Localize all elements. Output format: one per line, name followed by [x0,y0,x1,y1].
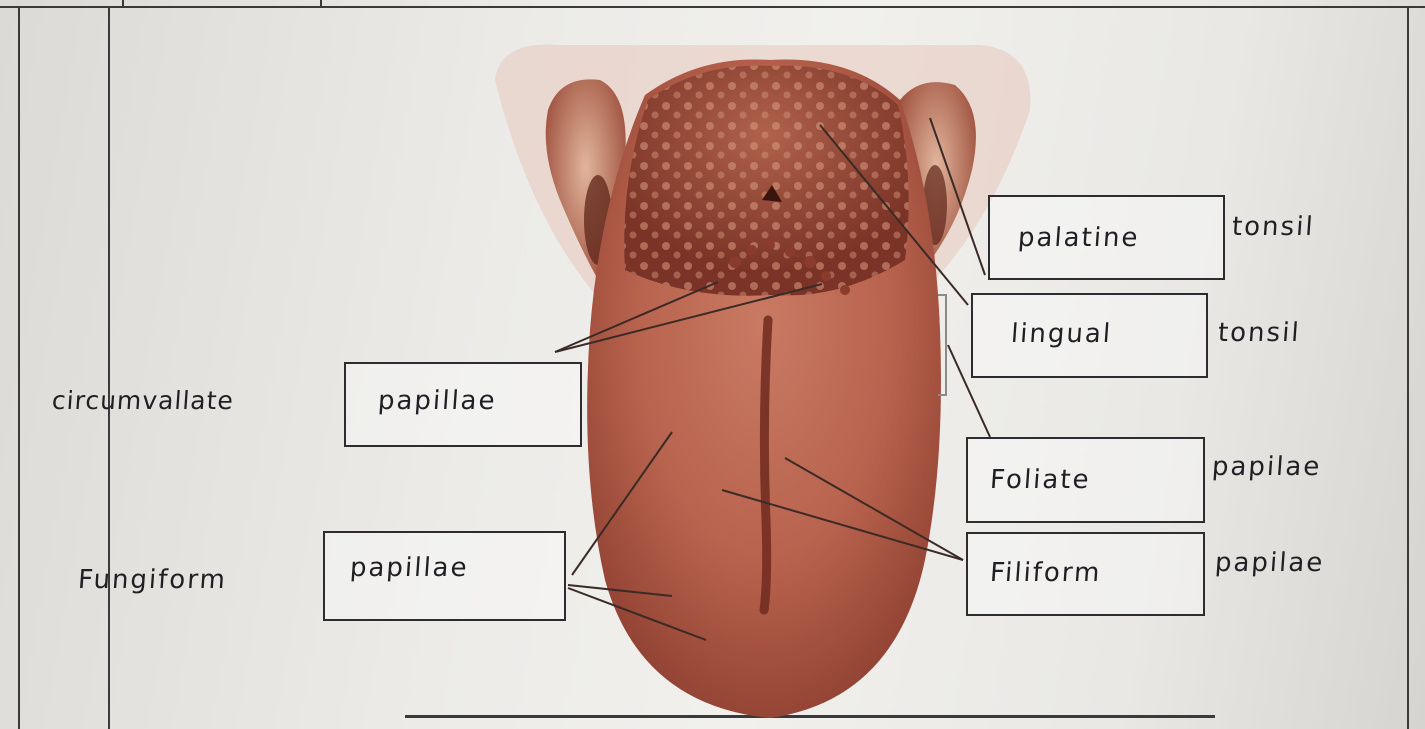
label-box-circumvallate: papillae [344,362,582,447]
label-fungiform-prefix: Fungiform [77,565,228,595]
label-circumvallate-prefix: circumvallate [51,386,235,415]
label-filiform: Filiform [989,558,1102,588]
label-box-foliate: Foliate [966,437,1205,523]
median-sulcus [764,320,768,610]
label-foliate: Foliate [989,465,1092,495]
label-box-palatine: palatine [988,195,1225,280]
label-box-lingual: lingual [971,293,1208,378]
label-box-filiform: Filiform [966,532,1205,616]
label-lingual-suffix: tonsil [1217,318,1302,348]
label-palatine: palatine [1017,223,1141,253]
label-box-fungiform: papillae [323,531,566,621]
label-circumvallate: papillae [377,386,498,416]
label-fungiform: papillae [349,553,470,583]
label-filiform-suffix: papilae [1214,548,1325,578]
label-palatine-suffix: tonsil [1231,212,1316,242]
label-lingual: lingual [1010,319,1113,349]
label-foliate-suffix: papilae [1211,452,1322,482]
